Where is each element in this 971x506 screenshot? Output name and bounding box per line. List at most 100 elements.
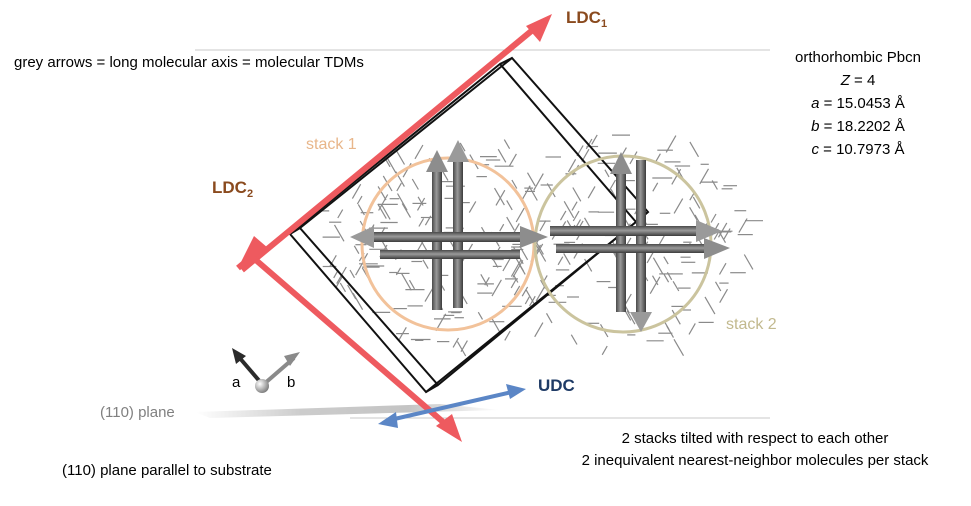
molecule-bond [349,269,356,279]
molecule-bond [347,284,357,300]
ldc2-arrow [236,236,462,442]
molecule-bond [525,289,536,306]
axis-a-label: a [232,374,241,391]
molecule-bond [395,149,406,165]
molecule-bond [539,220,547,232]
molecule-bond [377,186,387,201]
molecule-bond [477,311,484,320]
molecule-bond [545,313,553,324]
molecule-bond [719,288,729,304]
molecule-bond [673,338,685,357]
stack-1-label: stack 1 [306,136,357,153]
molecule-bond [503,139,511,150]
lattice-c: c = 10.7973 Å [811,141,905,158]
molecule-bond [396,193,408,211]
molecule-bond [534,322,544,338]
molecule-bond [699,168,710,185]
ldc1-label: LDC1 [566,8,608,30]
molecule-bond [499,223,505,232]
molecule-bond [535,285,546,302]
molecule-bond [352,292,364,310]
ldc1-arrow [240,14,552,273]
molecule-bond [626,310,636,325]
molecule-bond [515,207,525,223]
molecule-bond [723,228,731,240]
molecule-bond [353,245,360,255]
molecule-bond [497,148,507,163]
molecule-bond [570,334,578,345]
molecule-bond [571,201,578,211]
molecule-bond [422,259,429,269]
molecule-bond [688,323,696,335]
molecule-bond [567,159,577,173]
molecule-bond [513,285,521,296]
tdm-legend-note: grey arrows = long molecular axis = mole… [14,54,364,71]
molecule-bond [572,187,582,202]
molecule-bond [673,198,684,214]
molecule-bond [652,257,664,275]
axis-b-label: b [287,374,296,391]
unit-cell [288,56,650,394]
molecule-bond [356,195,363,205]
molecule-bond [512,260,524,278]
molecule-bond [521,286,529,297]
molecule-bond [333,224,345,242]
molecule-bond [649,276,661,294]
molecule-bond [718,262,727,275]
molecule-bond [743,254,754,270]
stack-note-2: 2 inequivalent nearest-neighbor molecule… [581,452,929,469]
molecule-bond [382,241,389,252]
molecule-bond [398,327,407,340]
substrate-note: (110) plane parallel to substrate [62,462,272,479]
ldc2-label: LDC2 [212,178,254,200]
molecule-bond [672,280,680,292]
molecule-bond [460,340,468,352]
molecule-bond [408,279,416,290]
molecule-bond [351,183,362,199]
molecule-bond [493,187,505,206]
molecule-bond [671,309,681,325]
molecule-bond [512,274,519,283]
stack-notes: 2 stacks tilted with respect to each oth… [548,428,962,472]
molecule-bond [377,203,387,219]
molecule-bond [456,341,467,357]
molecule-bond [506,216,515,231]
udc-arrow [378,384,526,428]
plane-110-label: (110) plane [100,404,175,421]
molecule-bond [504,330,511,341]
stack-2-label: stack 2 [726,316,777,333]
molecule-bond [357,204,365,216]
stack-1-circle [360,156,536,332]
udc-label: UDC [538,376,575,395]
molecule-bond [335,275,344,288]
molecule-bond [401,273,412,291]
molecule-bond [711,180,718,190]
lattice-a: a = 15.0453 Å [811,95,905,112]
molecule-bond [386,157,397,174]
molecule-bond [689,206,698,221]
molecule-bond [625,293,632,304]
molecule-bond [490,317,501,333]
molecule-bond [452,337,460,348]
molecule-bond [380,204,391,220]
molecule-bond [587,186,596,199]
molecule-bond [604,169,610,178]
stack-1-tdm-arrows [350,140,548,310]
molecule-bond [339,282,347,293]
molecule-bond [480,273,489,287]
molecule-bond [652,182,659,192]
axis-triad [232,348,300,393]
molecule-bond [396,182,402,192]
molecule-bond [468,201,477,213]
molecule-bond [609,179,617,191]
molecule-bond [508,153,517,167]
molecule-bond [546,183,556,198]
molecule-bond [416,197,426,211]
molecule-bond [671,168,682,185]
molecule-bond [689,141,700,158]
molecule-bond [510,259,522,277]
molecule-bond [524,296,530,305]
molecule-bond [491,279,502,297]
